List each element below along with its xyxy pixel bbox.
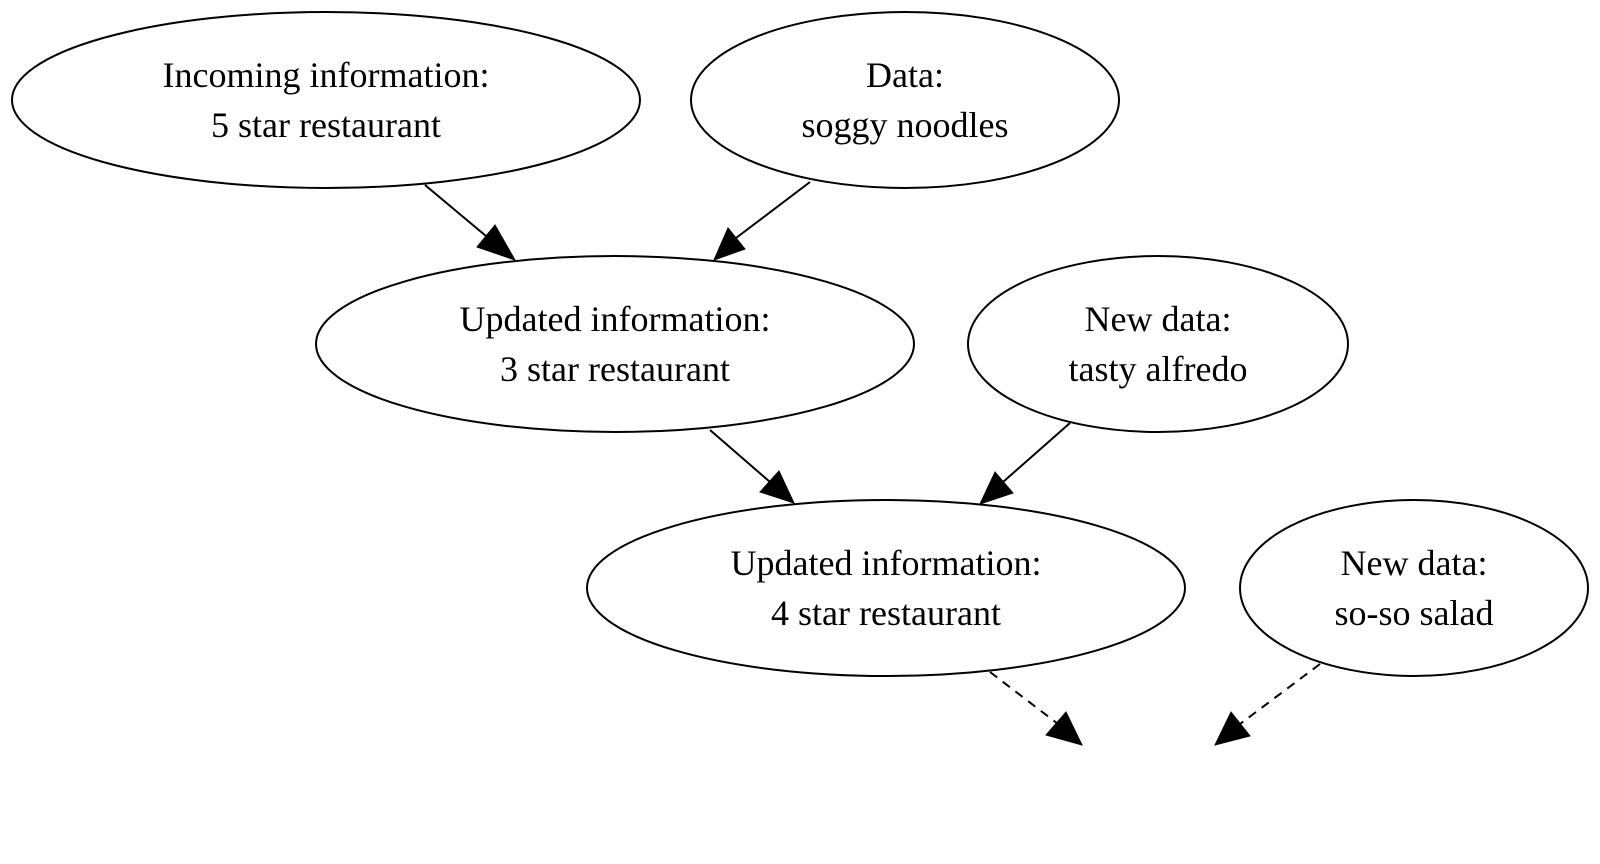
edge-line bbox=[1002, 422, 1071, 483]
dashed-edge-line bbox=[989, 671, 1059, 725]
edge-data3-dashed bbox=[1214, 663, 1321, 746]
node-ellipse bbox=[11, 11, 641, 189]
arrowhead-icon bbox=[1045, 711, 1083, 746]
edge-updated1-to-updated2 bbox=[709, 429, 795, 504]
node-incoming-information: Incoming information: 5 star restaurant bbox=[11, 11, 641, 189]
node-ellipse bbox=[690, 11, 1120, 189]
edge-data2-to-updated2 bbox=[979, 422, 1071, 505]
edge-incoming-to-updated1 bbox=[424, 184, 517, 261]
arrowhead-icon bbox=[759, 470, 795, 504]
node-label-line-1: New data: bbox=[1341, 543, 1488, 583]
node-label-line-2: soggy noodles bbox=[802, 105, 1009, 145]
node-label-line-2: tasty alfredo bbox=[1069, 349, 1248, 389]
node-ellipse bbox=[586, 499, 1186, 677]
node-label-line-2: 5 star restaurant bbox=[211, 105, 441, 145]
arrowhead-icon bbox=[476, 224, 517, 261]
arrowhead-icon bbox=[1214, 711, 1251, 746]
node-updated-information-3-star: Updated information: 3 star restaurant bbox=[315, 255, 915, 433]
arrowhead-icon bbox=[713, 227, 746, 261]
edge-line bbox=[735, 181, 811, 239]
arrowhead-icon bbox=[979, 471, 1014, 505]
node-label-line-1: Data: bbox=[866, 55, 944, 95]
node-label-line-2: 4 star restaurant bbox=[771, 593, 1001, 633]
node-label-line-2: so-so salad bbox=[1335, 593, 1494, 633]
node-new-data-so-so-salad: New data: so-so salad bbox=[1239, 499, 1589, 677]
node-label-line-1: Incoming information: bbox=[163, 55, 490, 95]
dashed-edge-line bbox=[1239, 663, 1321, 725]
node-label-line-1: Updated information: bbox=[460, 299, 771, 339]
node-new-data-tasty-alfredo: New data: tasty alfredo bbox=[967, 255, 1349, 433]
node-updated-information-4-star: Updated information: 4 star restaurant bbox=[586, 499, 1186, 677]
node-ellipse bbox=[1239, 499, 1589, 677]
edge-line bbox=[709, 429, 771, 483]
node-label-line-2: 3 star restaurant bbox=[500, 349, 730, 389]
node-data-soggy-noodles: Data: soggy noodles bbox=[690, 11, 1120, 189]
node-ellipse bbox=[967, 255, 1349, 433]
edge-updated2-dashed bbox=[989, 671, 1083, 746]
edge-data1-to-updated1 bbox=[713, 181, 811, 261]
node-label-line-1: Updated information: bbox=[731, 543, 1042, 583]
node-label-line-1: New data: bbox=[1085, 299, 1232, 339]
edges bbox=[424, 181, 1321, 746]
edge-line bbox=[424, 184, 487, 237]
node-ellipse bbox=[315, 255, 915, 433]
